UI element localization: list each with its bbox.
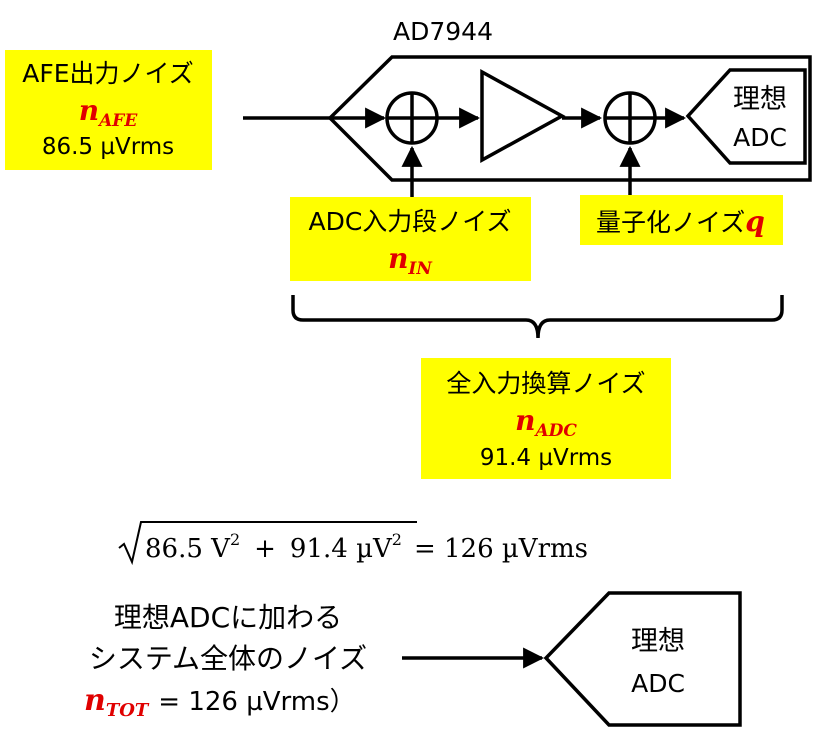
- quant-noise-box: [580, 195, 783, 245]
- quant-noise-label: 量子化ノイズq: [596, 205, 765, 238]
- afe-noise-title: AFE出力ノイズ: [22, 59, 194, 88]
- total-input-noise-title: 全入力換算ノイズ: [446, 369, 645, 398]
- amplifier-triangle-icon: [480, 69, 566, 163]
- formula-expression: 86.5 V2+91.4 µV2= 126 µVrms: [145, 530, 588, 564]
- afe-noise-variable: nAFE: [79, 94, 139, 131]
- system-noise-line1: 理想ADCに加わる: [114, 601, 342, 634]
- total-input-noise-variable: nADC: [515, 404, 577, 441]
- ideal-adc-label-line1: 理想: [733, 84, 787, 115]
- system-noise-line2: システム全体のノイズ: [89, 642, 367, 675]
- brace-icon: [291, 295, 784, 339]
- summing-junction-icon: [385, 91, 439, 145]
- chip-enclosure: [327, 55, 812, 182]
- ideal-adc-2-label-line1: 理想: [631, 626, 685, 657]
- adc-input-noise-variable: nIN: [388, 242, 433, 279]
- chip-label: AD7944: [393, 17, 493, 46]
- summing-junction-icon: [603, 91, 657, 145]
- rss-formula: 86.5 V2+91.4 µV2= 126 µVrms: [118, 521, 588, 566]
- total-input-noise-value: 91.4 µVrms: [480, 445, 612, 471]
- total-input-noise-box: [421, 358, 671, 479]
- ideal-adc-icon: [543, 591, 742, 727]
- system-noise-line3: nTOT= 126 µVrms）: [84, 683, 356, 721]
- afe-noise-box: [5, 50, 212, 170]
- radical-sign: [118, 521, 417, 566]
- ideal-adc-label-line2: ADC: [733, 123, 787, 152]
- ideal-adc-2-label-line2: ADC: [631, 669, 685, 698]
- adc-input-noise-box: [290, 197, 531, 281]
- adc-input-noise-title: ADC入力段ノイズ: [308, 207, 511, 236]
- afe-noise-value: 86.5 µVrms: [42, 134, 174, 160]
- ideal-adc-icon: [685, 68, 807, 165]
